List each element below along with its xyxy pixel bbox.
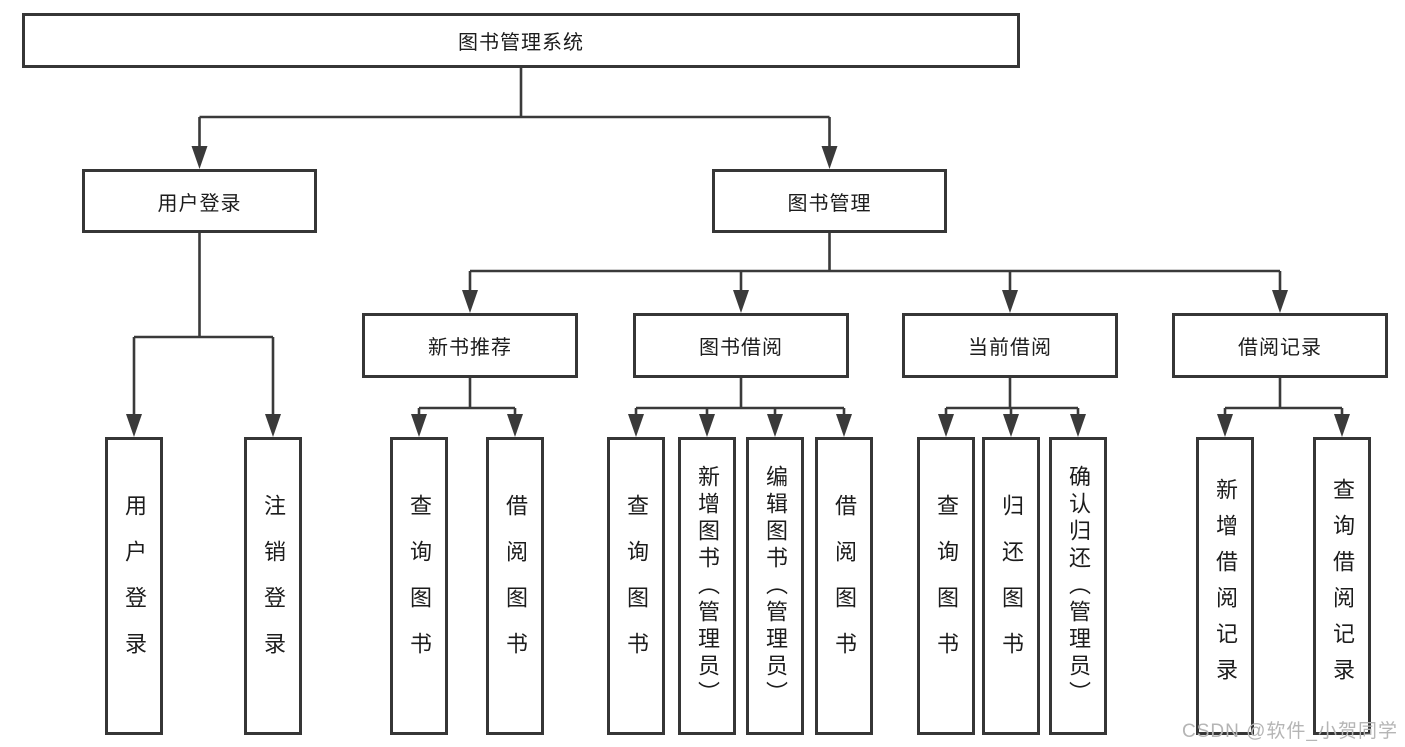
node-current-borrow: 当前借阅: [902, 313, 1118, 378]
arrowhead: [938, 414, 954, 437]
node-label: 新书推荐: [428, 337, 512, 359]
leaf-logout: 注销登录: [244, 437, 302, 735]
arrowhead: [699, 414, 715, 437]
connector-line: [198, 68, 831, 164]
node-label: 图书管理: [787, 192, 872, 215]
node-label: 图书管理系统: [458, 32, 584, 54]
arrowhead: [628, 414, 644, 437]
leaf-return-books: 归还图书: [982, 437, 1040, 735]
arrowhead: [836, 414, 852, 437]
leaf-query-borrow-record: 查询借阅记录: [1313, 437, 1371, 735]
connector-line: [1223, 378, 1344, 432]
node-label: 查询借阅记录: [1330, 478, 1355, 694]
node-book-borrow: 图书借阅: [633, 313, 849, 378]
node-label: 借阅图书: [503, 494, 528, 678]
arrowhead: [191, 146, 208, 169]
node-label: 查询图书: [407, 494, 432, 678]
arrowhead: [1002, 290, 1018, 313]
node-label: 归还图书: [999, 494, 1024, 678]
leaf-query-books: 查询图书: [390, 437, 448, 735]
node-user-login: 用户登录: [82, 169, 317, 233]
leaf-edit-books-admin: 编辑图书（管理员）: [746, 437, 804, 735]
node-label: 新增图书（管理员）: [695, 464, 720, 708]
arrowhead: [767, 414, 783, 437]
node-label: 用户登录: [157, 192, 242, 215]
arrowhead: [1070, 414, 1086, 437]
node-label: 当前借阅: [968, 337, 1052, 359]
node-label: 新增借阅记录: [1213, 478, 1238, 694]
node-label: 借阅记录: [1238, 337, 1322, 359]
leaf-confirm-return-admin: 确认归还（管理员）: [1049, 437, 1107, 735]
arrowhead: [507, 414, 523, 437]
arrowhead: [1217, 414, 1233, 437]
node-label: 借阅图书: [832, 494, 857, 678]
arrowhead: [1003, 414, 1019, 437]
arrowhead: [733, 290, 749, 313]
node-label: 编辑图书（管理员）: [763, 464, 788, 708]
arrowhead: [821, 146, 838, 169]
connector-line: [634, 378, 846, 432]
arrowhead: [1334, 414, 1350, 437]
arrowhead: [462, 290, 478, 313]
node-label: 图书借阅: [699, 337, 783, 359]
arrowhead: [1272, 290, 1288, 313]
leaf-query-books: 查询图书: [917, 437, 975, 735]
leaf-add-borrow-record: 新增借阅记录: [1196, 437, 1254, 735]
node-borrow-records: 借阅记录: [1172, 313, 1388, 378]
node-new-book-recommend: 新书推荐: [362, 313, 578, 378]
arrowhead: [126, 414, 142, 437]
leaf-borrow-books: 借阅图书: [486, 437, 544, 735]
node-label: 确认归还（管理员）: [1066, 464, 1091, 708]
node-label: 查询图书: [934, 494, 959, 678]
leaf-add-books-admin: 新增图书（管理员）: [678, 437, 736, 735]
node-book-management: 图书管理: [712, 169, 947, 233]
node-label: 查询图书: [624, 494, 649, 678]
connector-line: [468, 233, 1282, 308]
node-root: 图书管理系统: [22, 13, 1020, 68]
connector-line: [417, 378, 517, 432]
arrowhead: [265, 414, 281, 437]
arrowhead: [411, 414, 427, 437]
node-label: 用户登录: [122, 494, 147, 678]
watermark: CSDN @软件_小贺同学: [1182, 721, 1398, 742]
node-label: 注销登录: [261, 494, 286, 678]
leaf-user-login: 用户登录: [105, 437, 163, 735]
leaf-borrow-books: 借阅图书: [815, 437, 873, 735]
leaf-query-books: 查询图书: [607, 437, 665, 735]
connector-line: [132, 233, 275, 432]
